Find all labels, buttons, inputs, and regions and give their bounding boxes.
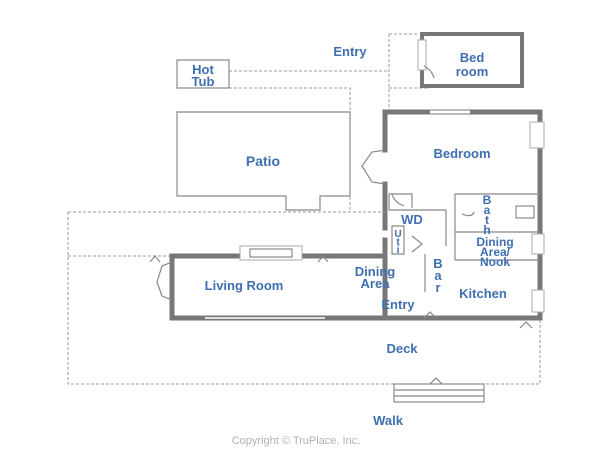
deck-outline <box>67 211 541 385</box>
deck-step-mark-mid <box>317 255 329 263</box>
hot-tub-dashed-outline <box>229 70 389 210</box>
dining-area-label-line1: Dining <box>355 264 395 279</box>
fireplace-insert <box>249 248 293 258</box>
bath-letter-3: t <box>485 213 489 227</box>
copyright-text: Copyright © TruPlace, Inc. <box>232 435 361 447</box>
util-letter-1: U <box>394 229 401 240</box>
hot-tub-label-line2: Tub <box>192 74 215 89</box>
util-letter-2: t <box>396 237 400 248</box>
bedroom-walls <box>382 109 543 321</box>
bath-letter-2: a <box>484 203 491 217</box>
bed-room-door-swing <box>423 65 435 79</box>
entry-top-label: Entry <box>333 44 367 59</box>
living-room-label: Living Room <box>205 278 284 293</box>
hot-tub-label-line1: Hot <box>192 62 214 77</box>
kitchen-label: Kitchen <box>459 286 507 301</box>
bar-letter-3: r <box>435 280 440 295</box>
bed-room-label-line2: room <box>456 64 489 79</box>
bath-fixture <box>515 205 535 219</box>
bath-door-swing <box>461 211 475 217</box>
deck-step-mark-left <box>149 255 161 263</box>
nook-label-line3: Nook <box>480 255 510 269</box>
bed-room-label-line1: Bed <box>460 50 485 65</box>
nook-label-line2: Area/ <box>480 245 511 259</box>
patio-label: Patio <box>246 153 280 169</box>
dining-area-label-line2: Area <box>361 276 391 291</box>
deck-corner-mark <box>519 321 533 329</box>
walk-label: Walk <box>373 413 404 428</box>
wd-label: WD <box>401 212 423 227</box>
util-closet <box>391 225 405 255</box>
fireplace <box>239 245 303 261</box>
steps-arrow-mark <box>429 377 443 385</box>
util-door-swing <box>411 235 423 253</box>
hot-tub-outline <box>176 59 230 89</box>
bedroom-bay-window <box>361 149 386 185</box>
bath-wd-interior-walls <box>388 193 540 261</box>
entry-bottom-label: Entry <box>381 297 415 312</box>
entry-dashed-outline <box>388 33 430 110</box>
nook-label-line1: Dining <box>476 235 513 249</box>
nook-window <box>531 233 545 255</box>
wd-door-swing <box>391 193 405 207</box>
living-room-bay-window <box>156 261 173 301</box>
bar-letter-2: a <box>434 268 442 283</box>
bedroom-label: Bedroom <box>433 146 490 161</box>
bedroom-window-right <box>529 121 545 149</box>
bed-room-window <box>417 39 427 71</box>
kitchen-window <box>531 289 545 313</box>
bath-letter-4: h <box>483 223 490 237</box>
entry-door-mark <box>423 311 437 319</box>
bath-letter-1: B <box>483 193 492 207</box>
patio-outline <box>176 111 351 211</box>
util-letter-3: i <box>397 245 400 256</box>
deck-steps <box>393 383 485 403</box>
bar-letter-1: B <box>433 256 442 271</box>
deck-label: Deck <box>386 341 418 356</box>
